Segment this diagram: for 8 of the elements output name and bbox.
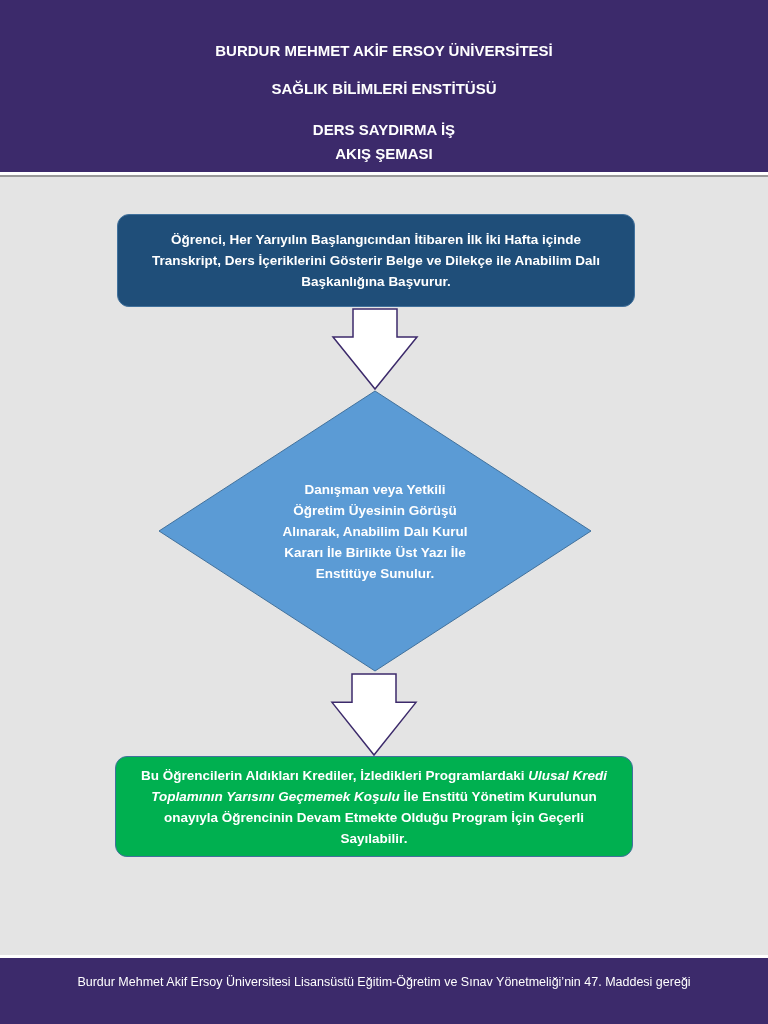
chart-title: DERS SAYDIRMA İŞ AKIŞ ŞEMASI bbox=[311, 120, 457, 164]
block-arrow bbox=[330, 673, 418, 757]
process-box: Öğrenci, Her Yarıyılın Başlangıcından İtibaren İlk İki Hafta içinde Transkript, Ders İçeriklerini Gösterir Belge ve Dilekçe ile Anabilim Dalı Başkanlığına Başvurur. bbox=[117, 214, 635, 307]
decision-diamond: Danışman veya Yetkili Öğretim Üyesinin Görüşü Alınarak, Anabilim Dalı Kurul Kararı İle Birlikte Üst Yazı İle Enstitüye Sunulur. bbox=[158, 390, 592, 672]
process-box: Bu Öğrencilerin Aldıkları Krediler, İzledikleri Programlardaki Ulusal Kredi Toplamının Yarısını Geçmemek Koşulu İle Enstitü Yönetim Kurulunun onayıyla Öğrencinin Devam Etmekte Olduğu Program İçin Geçerli Sayılabilir. bbox=[115, 756, 633, 857]
header-title: BURDUR MEHMET AKİF ERSOY ÜNİVERSİTESİ SAĞLIK BİLİMLERİ ENSTİTÜSÜ bbox=[214, 41, 554, 99]
footer-note: Burdur Mehmet Akif Ersoy Üniversitesi Lisansüstü Eğitim-Öğretim ve Sınav Yönetmeliği’nin 47. Maddesi gereği bbox=[76, 975, 692, 989]
block-arrow bbox=[331, 308, 419, 391]
